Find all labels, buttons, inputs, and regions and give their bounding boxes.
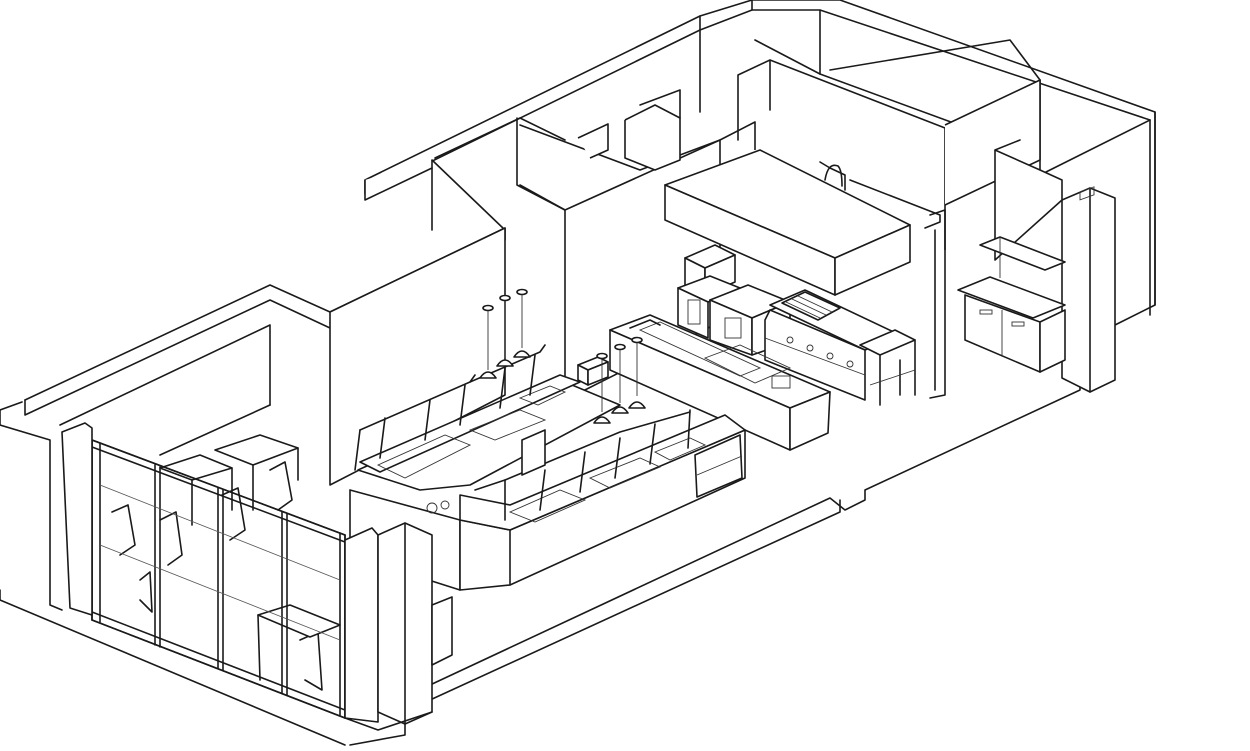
entrance-columns xyxy=(61,422,453,746)
storefront-glazing xyxy=(91,439,346,719)
cooking-line xyxy=(677,244,916,406)
service-island xyxy=(609,314,831,451)
pendant-lights xyxy=(479,288,646,424)
dining-area xyxy=(59,324,341,691)
exhaust-hood xyxy=(664,149,941,296)
rear-prep-counter xyxy=(957,236,1066,373)
